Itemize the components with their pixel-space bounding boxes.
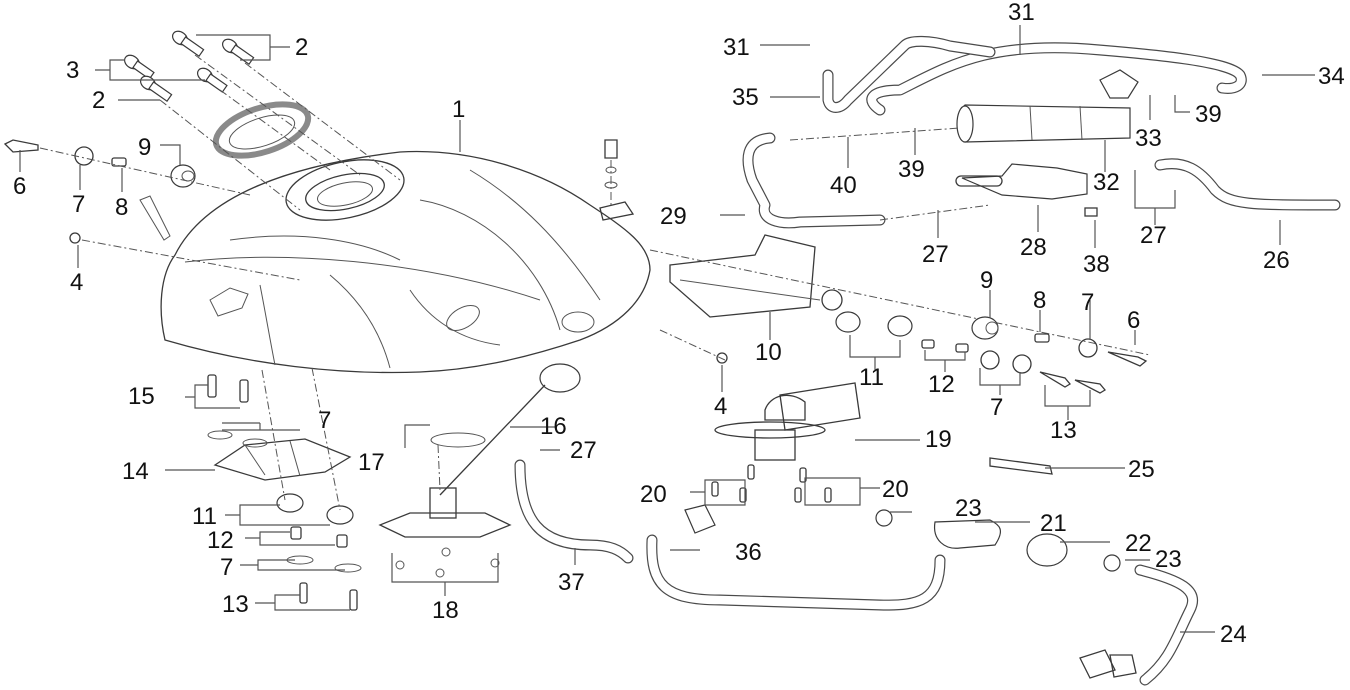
callout-12: 12 [928, 371, 955, 398]
callout-6: 6 [13, 173, 26, 200]
callout-37: 37 [558, 569, 585, 596]
callout-36: 36 [735, 539, 762, 566]
callout-26: 26 [1263, 247, 1290, 274]
callout-8: 8 [115, 194, 128, 221]
callout-32: 32 [1093, 169, 1120, 196]
callout-27: 27 [922, 241, 949, 268]
callout-39: 39 [1195, 101, 1222, 128]
fuel-filter-and-fittings [684, 69, 1139, 679]
callouts: 1 2 2 3 4 4 6 6 7 7 7 7 7 8 8 9 9 10 11 … [13, 0, 1345, 648]
callout-11: 11 [192, 503, 217, 530]
callout-21: 21 [1040, 510, 1067, 537]
callout-19: 19 [925, 426, 952, 453]
callout-35: 35 [732, 84, 759, 111]
callout-15: 15 [128, 383, 155, 410]
callout-17: 17 [358, 449, 385, 476]
callout-29: 29 [660, 203, 687, 230]
callout-9: 9 [138, 134, 151, 161]
callout-31: 31 [1008, 0, 1035, 26]
callout-40: 40 [830, 172, 857, 199]
fuel-hoses [514, 35, 1341, 686]
callout-24: 24 [1220, 621, 1247, 648]
callout-38: 38 [1083, 251, 1110, 278]
callout-4: 4 [714, 393, 727, 420]
leader-lines [19, 25, 1315, 633]
callout-27: 27 [1140, 222, 1167, 249]
callout-12: 12 [207, 527, 234, 554]
callout-6: 6 [1127, 307, 1140, 334]
filler-cap-ring [212, 101, 312, 159]
fuel-tank [160, 150, 651, 374]
callout-20: 20 [882, 476, 909, 503]
callout-23: 23 [1155, 546, 1182, 573]
bracket-10 [649, 234, 1151, 356]
callout-2: 2 [92, 87, 105, 114]
fuel-pump-assembly [711, 382, 1053, 503]
tank-right-fastener [599, 139, 635, 221]
callout-7: 7 [220, 554, 233, 581]
callout-7: 7 [318, 407, 331, 434]
callout-1: 1 [452, 96, 465, 123]
callout-25: 25 [1128, 456, 1155, 483]
callout-39: 39 [898, 156, 925, 183]
callout-31: 31 [723, 34, 750, 61]
callout-8: 8 [1033, 287, 1046, 314]
callout-14: 14 [122, 458, 149, 485]
callout-20: 20 [640, 481, 667, 508]
callout-23: 23 [955, 495, 982, 522]
left-mount-hardware [3, 139, 301, 281]
callout-13: 13 [1050, 417, 1077, 444]
callout-7: 7 [1081, 289, 1094, 316]
callout-27: 27 [570, 437, 597, 464]
under-tank-bracket [207, 367, 362, 611]
callout-2: 2 [295, 34, 308, 61]
callout-16: 16 [540, 413, 567, 440]
callout-33: 33 [1135, 125, 1162, 152]
cap-bolts [123, 30, 401, 211]
callout-34: 34 [1318, 63, 1345, 90]
callout-22: 22 [1125, 530, 1152, 557]
callout-18: 18 [432, 597, 459, 624]
callout-9: 9 [980, 267, 993, 294]
callout-13: 13 [222, 591, 249, 618]
callout-4: 4 [70, 269, 83, 296]
callout-28: 28 [1020, 234, 1047, 261]
callout-7: 7 [990, 394, 1003, 421]
callout-3: 3 [66, 57, 79, 84]
fuel-level-sender [378, 363, 581, 578]
callout-10: 10 [755, 339, 782, 366]
callout-11: 11 [859, 364, 884, 391]
right-mount-hardware [659, 311, 1148, 394]
callout-7: 7 [72, 191, 85, 218]
